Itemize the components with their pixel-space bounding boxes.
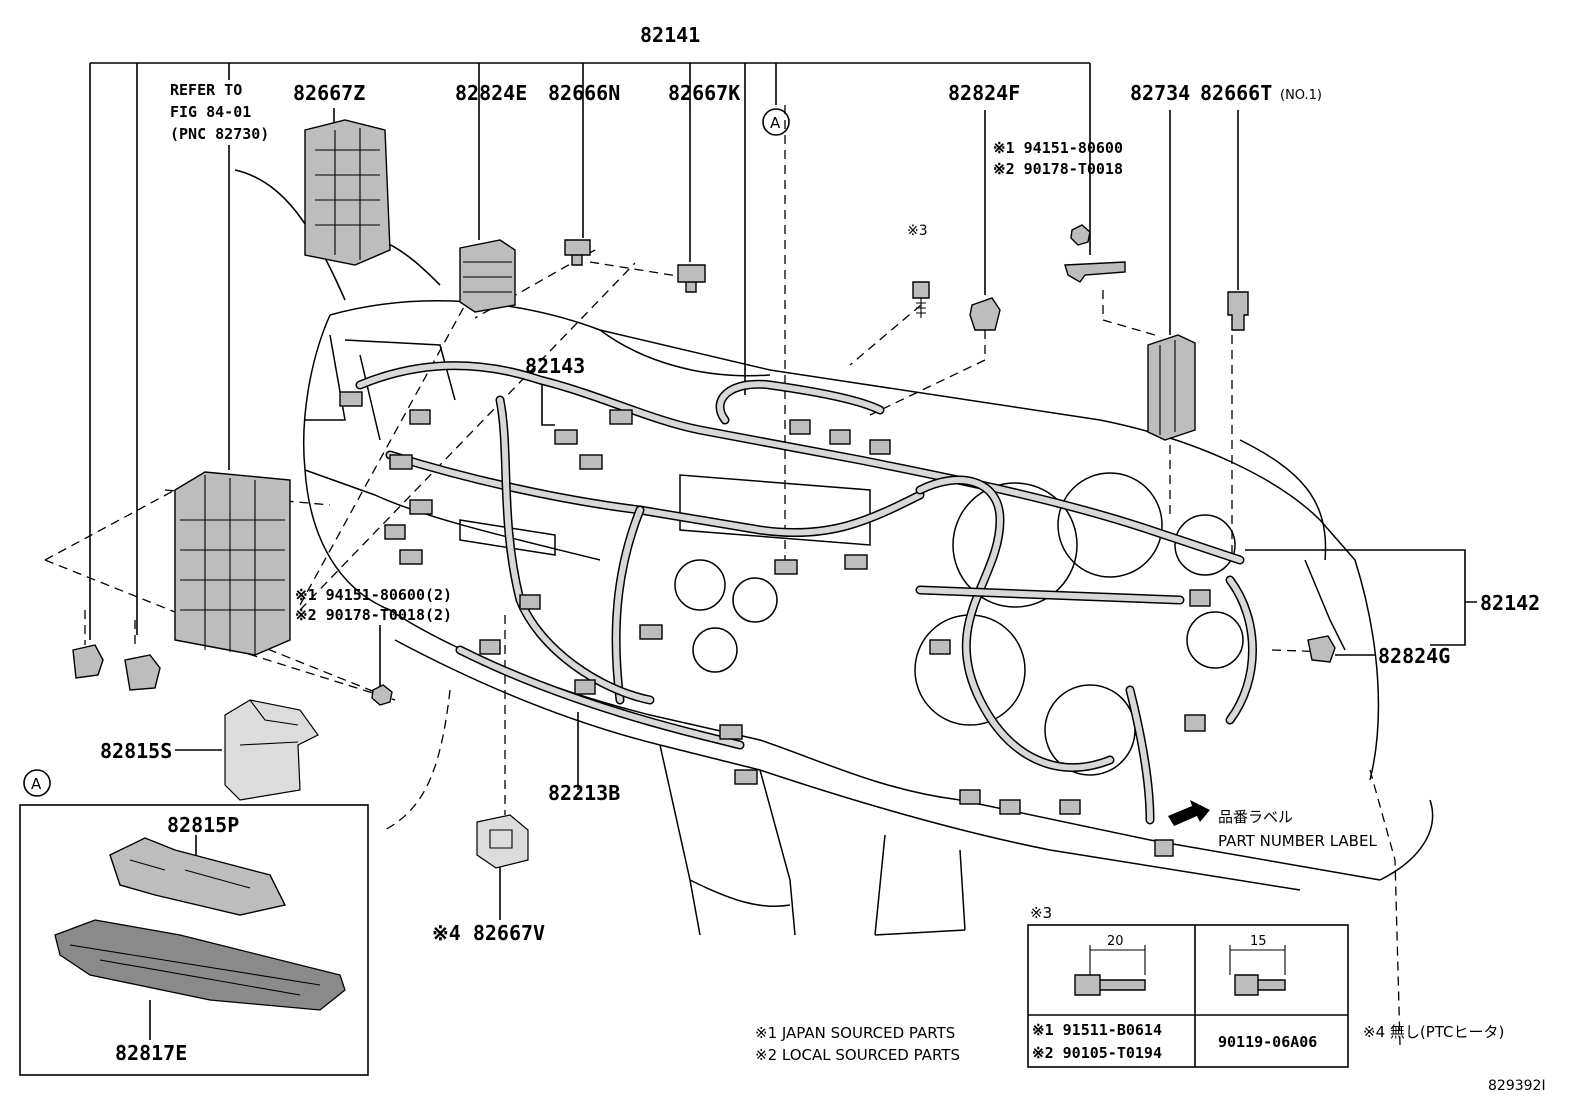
callout-82142: 82142 [1480, 591, 1540, 615]
bracket-82667V [476, 814, 529, 869]
callout-82666N: 82666N [548, 81, 620, 105]
clip-82667K [677, 264, 706, 293]
cover-82815S [224, 699, 319, 801]
connector-82824G [1307, 635, 1336, 663]
part-label-en: PART NUMBER LABEL [1218, 832, 1377, 850]
connector-82824E [459, 239, 516, 313]
detail-a-parts [54, 837, 346, 1011]
module-82734 [1147, 334, 1196, 441]
callout-82667K: 82667K [668, 81, 740, 105]
arrow-icon [1168, 800, 1210, 826]
junction-block [174, 471, 291, 656]
connector-82824F [969, 297, 1001, 331]
detail-a-box [19, 804, 369, 1076]
refer-line1: REFER TO [170, 81, 242, 99]
relay-block-82667Z [304, 119, 391, 266]
bolt-3-icon [912, 281, 930, 318]
bolt-note-r2: ※2 90178-T0018 [993, 160, 1123, 178]
marker-a-circle [762, 108, 790, 136]
bracket-82141 [89, 62, 1091, 640]
table-row1: ※1 91511-B0614 [1032, 1021, 1162, 1039]
table-col2: 90119-06A06 [1218, 1033, 1317, 1051]
harness-connectors [339, 391, 1211, 857]
refer-line3: (PNC 82730) [170, 125, 269, 143]
nut-bracket [1064, 224, 1126, 283]
callout-82667Z: 82667Z [293, 81, 365, 105]
clip-82666T [1227, 291, 1249, 331]
marker-a: A [770, 114, 781, 132]
callout-82815P: 82815P [167, 813, 239, 837]
clip-left-2 [124, 654, 161, 691]
wire-harness [355, 361, 1257, 825]
bolt-table [1027, 924, 1349, 1068]
bolt-note-l2: ※2 90178-T0018(2) [295, 606, 452, 624]
legend-2: ※2 LOCAL SOURCED PARTS [755, 1046, 960, 1064]
figure-id: 829392I [1488, 1078, 1546, 1094]
callout-82817E: 82817E [115, 1041, 187, 1065]
callout-82734: 82734 [1130, 81, 1190, 105]
inset-a-circle [23, 769, 51, 797]
callout-82666T-note: (NO.1) [1280, 88, 1322, 103]
callout-82666T: 82666T [1200, 81, 1272, 105]
table-dim1: 20 [1107, 934, 1124, 949]
nut-left [371, 684, 393, 706]
callout-82141: 82141 [640, 23, 700, 47]
part-label-jp: 品番ラベル [1218, 808, 1293, 826]
table-row2: ※2 90105-T0194 [1032, 1044, 1162, 1062]
table-dim2: 15 [1250, 934, 1267, 949]
callout-82143: 82143 [525, 354, 585, 378]
mark-3: ※3 [907, 223, 928, 239]
bolt-note-l1: ※1 94151-80600(2) [295, 586, 452, 604]
inset-a: A [31, 775, 42, 793]
callout-82667V: ※4 82667V [432, 921, 545, 945]
clip-left-1 [72, 644, 104, 679]
legend-1: ※1 JAPAN SOURCED PARTS [755, 1024, 955, 1042]
callout-82213B: 82213B [548, 781, 620, 805]
refer-line2: FIG 84-01 [170, 103, 251, 121]
clip-82666N [564, 239, 591, 266]
instrument-cluster [674, 472, 1244, 776]
callout-82824G: 82824G [1378, 644, 1450, 668]
note-4: ※4 無し(PTCヒータ) [1363, 1023, 1504, 1041]
leader-lines [149, 108, 1477, 1040]
bolt-note-r1: ※1 94151-80600 [993, 139, 1123, 157]
callout-82815S: 82815S [100, 739, 172, 763]
table-title: ※3 [1030, 904, 1052, 922]
callout-82824F: 82824F [948, 81, 1020, 105]
callout-82824E: 82824E [455, 81, 527, 105]
